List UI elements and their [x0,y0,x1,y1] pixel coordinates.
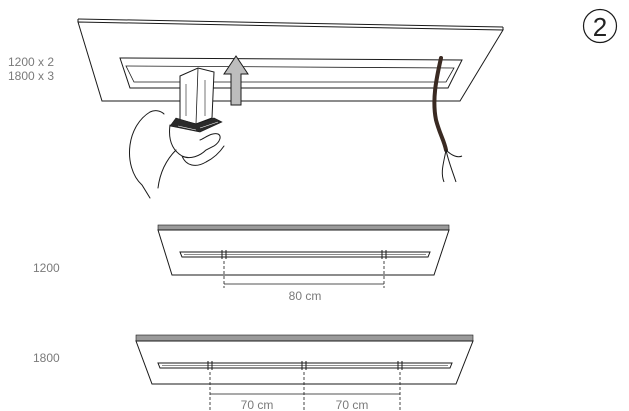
fixture-1200-clip-left [221,250,227,259]
cable-wire-2 [441,149,447,183]
profile-inner-slot [119,57,463,89]
fixture-1200-clip-right [381,250,387,259]
push-up-arrow-icon [223,55,249,106]
top-view-label-line1: 1200 x 2 [8,55,54,69]
hand-illustration [129,110,225,199]
fixture-1200-top-bar [157,224,450,231]
fixture-1800-spacing-left: 70 cm [241,398,274,411]
fixture-1800: 1800 70 cm 70 cm [33,334,474,411]
top-view-label-line2: 1800 x 3 [8,69,54,83]
step-circle [582,8,618,44]
top-view: 1200 x 2 1800 x 3 [8,18,504,199]
step-badge: 2 [582,8,618,44]
fixture-1200-label: 1200 [33,261,60,275]
fixture-1800-top-bar [135,334,474,342]
fixture-1800-clip-center [301,361,307,370]
power-cable [432,56,448,152]
profile-inner-slot-rail [125,65,455,83]
fixture-1800-spacing-right: 70 cm [336,398,369,411]
mounting-clip [169,67,223,133]
fixture-1200: 1200 80 cm [33,224,450,303]
profile-top-edge [77,18,504,28]
fixture-1800-slot [157,362,453,369]
fixture-1800-clip-right [397,361,403,370]
fixture-1200-slot [179,251,431,258]
fixture-1800-label: 1800 [33,351,60,365]
fixture-1200-spacing: 80 cm [289,289,322,303]
cable-wire-3 [445,149,463,158]
cable-wire-1 [445,149,457,183]
step-number: 2 [593,12,607,42]
fixture-1800-clip-left [207,361,213,370]
